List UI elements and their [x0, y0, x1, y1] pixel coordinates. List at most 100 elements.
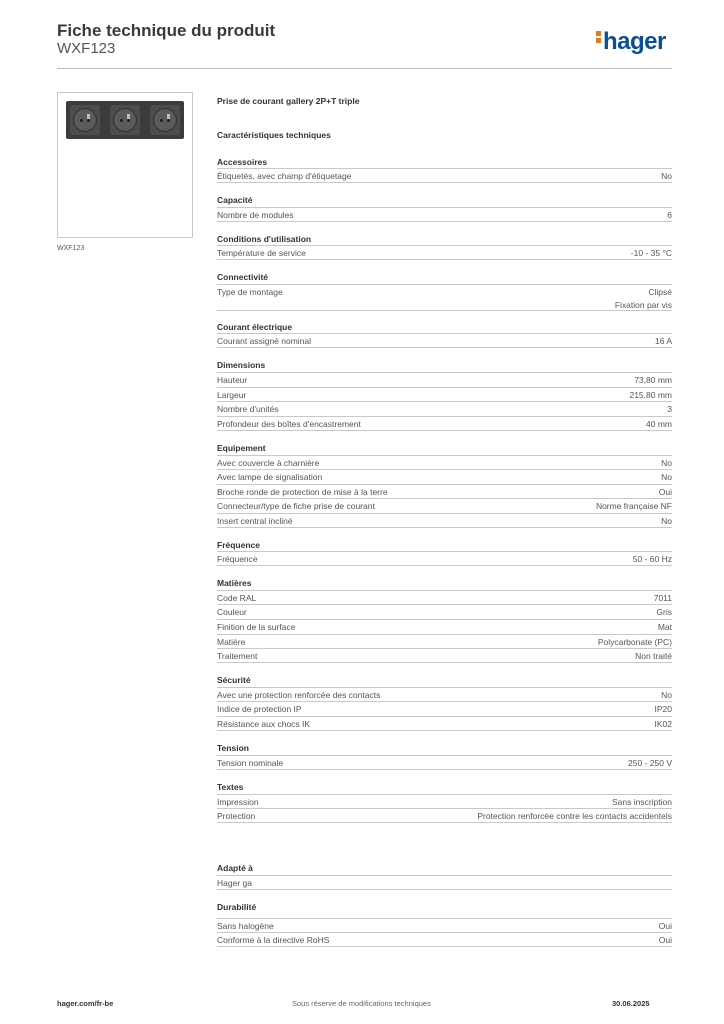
spec-row: Connecteur/type de fiche prise de couran… [217, 498, 672, 513]
spec-value: Gris [656, 607, 672, 617]
socket-icon [110, 105, 140, 135]
section-title-courant: Courant électrique [217, 322, 293, 332]
spec-row: Nombre d'unités 3 [217, 401, 672, 416]
spec-label: Nombre de modules [217, 210, 294, 220]
spec-value: Clipsé [648, 287, 672, 297]
spec-row: Sans halogène Oui [217, 918, 672, 933]
spec-label: Hauteur [217, 375, 248, 385]
section-title-connectivite: Connectivité [217, 272, 269, 282]
spec-row: Impression Sans inscription [217, 794, 672, 809]
spec-row: Tension nominale 250 - 250 V [217, 755, 672, 770]
spec-label: Broche ronde de protection de mise à la … [217, 487, 388, 497]
spec-row: Hauteur 73,80 mm [217, 372, 672, 387]
spec-label: Finition de la surface [217, 622, 296, 632]
spec-row: Indice de protection IP IP20 [217, 701, 672, 716]
section-title-matieres: Matières [217, 578, 252, 588]
section-title-frequence: Fréquence [217, 540, 260, 550]
section-title-capacite: Capacité [217, 195, 253, 205]
spec-value: 16 A [654, 336, 672, 346]
spec-label: Température de service [217, 248, 306, 258]
spec-value: Non traité [635, 651, 672, 661]
spec-label: Matière [217, 637, 246, 647]
spec-row: Avec lampe de signalisation No [217, 469, 672, 484]
spec-row: Finition de la surface Mat [217, 619, 672, 634]
characteristics-heading: Caractéristiques techniques [217, 130, 331, 140]
spec-label: Connecteur/type de fiche prise de couran… [217, 501, 375, 511]
spec-row: Profondeur des boîtes d'encastrement 40 … [217, 416, 672, 431]
spec-row: Code RAL 7011 [217, 590, 672, 605]
spec-label: Résistance aux chocs IK [217, 719, 311, 729]
spec-value: Protection renforcée contre les contacts… [477, 811, 672, 821]
page-title: Fiche technique du produit [57, 21, 276, 40]
spec-value: Oui [658, 921, 672, 931]
spec-label: Profondeur des boîtes d'encastrement [217, 419, 361, 429]
spec-value: Polycarbonate (PC) [597, 637, 672, 647]
spec-value: 3 [667, 404, 672, 414]
spec-value: No [661, 171, 672, 181]
spec-value: Mat [657, 622, 672, 632]
product-image [57, 92, 193, 238]
spec-row: Étiquetés, avec champ d'étiquetage No [217, 168, 672, 183]
spec-row: Traitement Non traité [217, 648, 672, 663]
spec-label: Protection [217, 811, 256, 821]
spec-label: Hager ga [217, 878, 252, 888]
spec-value: 250 - 250 V [628, 758, 672, 768]
product-reference: WXF123 [57, 40, 116, 57]
footer-notice: Sous réserve de modifications techniques [292, 999, 431, 1008]
spec-label: Couleur [217, 607, 247, 617]
spec-value: Oui [658, 487, 672, 497]
spec-label: Fréquence [217, 554, 258, 564]
spec-row: Avec une protection renforcée des contac… [217, 687, 672, 702]
spec-label: Avec couvercle à charnière [217, 458, 320, 468]
image-caption: WXF123 [57, 245, 85, 252]
section-title-durabilite: Durabilité [217, 902, 257, 912]
spec-value: Oui [658, 935, 672, 945]
spec-row: Avec couvercle à charnière No [217, 455, 672, 470]
spec-value: No [661, 516, 672, 526]
product-name: Prise de courant gallery 2P+T triple [217, 96, 360, 106]
socket-plate-image [66, 101, 184, 139]
spec-row: Courant assigné nominal 16 A [217, 333, 672, 348]
spec-row: Fréquence 50 - 60 Hz [217, 551, 672, 566]
section-title-adapte: Adapté à [217, 863, 253, 873]
logo-dots-icon [596, 29, 601, 45]
footer-date: 30.06.2025 [612, 999, 650, 1008]
spec-row: Nombre de modules 6 [217, 207, 672, 222]
spec-row: Conforme à la directive RoHS Oui [217, 932, 672, 947]
spec-label: Avec une protection renforcée des contac… [217, 690, 381, 700]
spec-label: Avec lampe de signalisation [217, 472, 323, 482]
spec-row: Protection Protection renforcée contre l… [217, 808, 672, 823]
spec-label: Courant assigné nominal [217, 336, 312, 346]
spec-value: 73,80 mm [634, 375, 672, 385]
spec-row: Résistance aux chocs IK IK02 [217, 716, 672, 731]
spec-label: Étiquetés, avec champ d'étiquetage [217, 171, 352, 181]
spec-row: Insert central incliné No [217, 513, 672, 528]
spec-label: Code RAL [217, 593, 257, 603]
spec-value-secondary: Fixation par vis [614, 300, 672, 310]
spec-row: Couleur Gris [217, 604, 672, 619]
spec-row: Matière Polycarbonate (PC) [217, 634, 672, 649]
spec-value: IP20 [654, 704, 673, 714]
section-title-conditions: Conditions d'utilisation [217, 234, 312, 244]
spec-value: Sans inscription [611, 797, 672, 807]
spec-label: Traitement [217, 651, 258, 661]
spec-row: Largeur 215,80 mm [217, 387, 672, 402]
spec-label: Insert central incliné [217, 516, 293, 526]
spec-value: 50 - 60 Hz [632, 554, 672, 564]
spec-value: IK02 [654, 719, 673, 729]
spec-value: -10 - 35 °C [630, 248, 672, 258]
footer-website-link[interactable]: hager.com/fr-be [57, 999, 114, 1008]
spec-label: Type de montage [217, 287, 283, 297]
section-title-equipement: Equipement [217, 443, 266, 453]
spec-label: Largeur [217, 390, 247, 400]
spec-value: 40 mm [646, 419, 672, 429]
spec-value: No [661, 472, 672, 482]
spec-label: Conforme à la directive RoHS [217, 935, 330, 945]
socket-icon [150, 105, 180, 135]
spec-label: Nombre d'unités [217, 404, 279, 414]
spec-value: 7011 [653, 593, 672, 603]
spec-value: 215,80 mm [629, 390, 672, 400]
section-title-accessoires: Accessoires [217, 157, 268, 167]
spec-value: No [661, 690, 672, 700]
spec-label: Impression [217, 797, 259, 807]
